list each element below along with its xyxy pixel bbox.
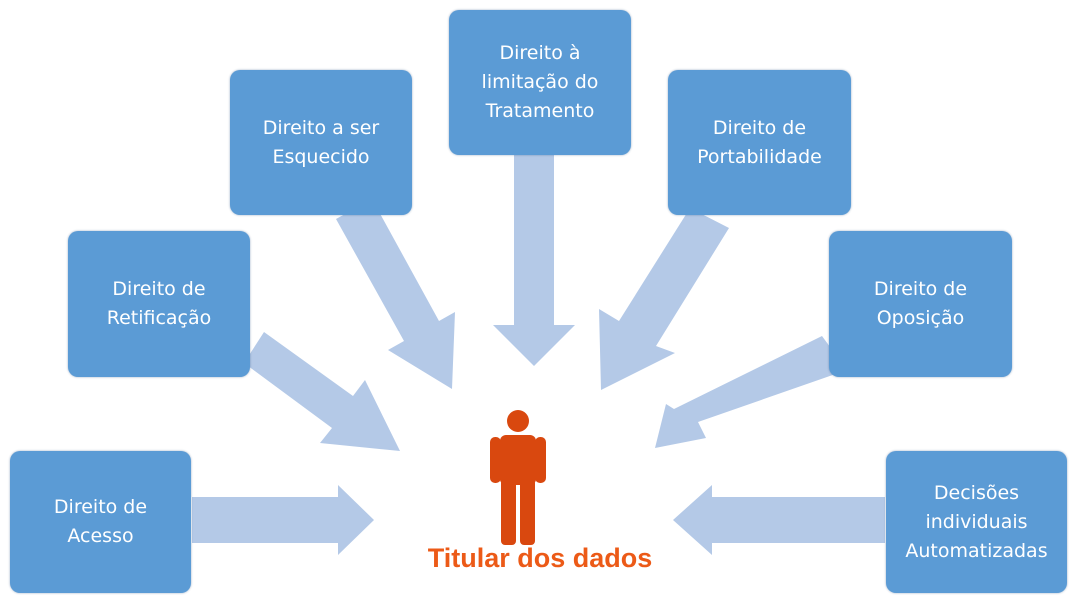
box-label: Direito de Retificação xyxy=(106,278,212,329)
arrow-decisoes xyxy=(673,485,885,555)
arrow-acesso xyxy=(192,485,374,555)
box-direito-de-portabilidade: Direito de Portabilidade xyxy=(668,70,851,215)
person-icon xyxy=(490,410,546,545)
box-direito-de-acesso: Direito de Acesso xyxy=(10,451,191,593)
center-label-titular-dos-dados: Titular dos dados xyxy=(427,543,653,573)
box-direito-de-retificacao: Direito de Retificação xyxy=(68,231,250,377)
box-label: Direito de Acesso xyxy=(53,496,148,547)
arrow-oposicao xyxy=(655,336,847,448)
box-direito-a-ser-esquecido: Direito a ser Esquecido xyxy=(230,70,412,215)
arrow-limitacao xyxy=(493,155,575,366)
box-label: Direito a ser Esquecido xyxy=(262,116,380,168)
arrow-portabilidade xyxy=(599,208,729,390)
box-direito-a-limitacao-do-tratamento: Direito à limitação do Tratamento xyxy=(449,10,631,155)
arrow-esquecido xyxy=(336,199,455,389)
box-label: Direito de Portabilidade xyxy=(697,116,822,168)
arrow-retificacao xyxy=(244,332,400,451)
box-label: Decisões individuais Automatizadas xyxy=(905,481,1048,562)
box-label: Direito de Oposição xyxy=(873,278,968,329)
box-label: Direito à limitação do Tratamento xyxy=(481,42,599,122)
box-decisoes-individuais-automatizadas: Decisões individuais Automatizadas xyxy=(886,451,1067,593)
box-direito-de-oposicao: Direito de Oposição xyxy=(829,231,1012,377)
